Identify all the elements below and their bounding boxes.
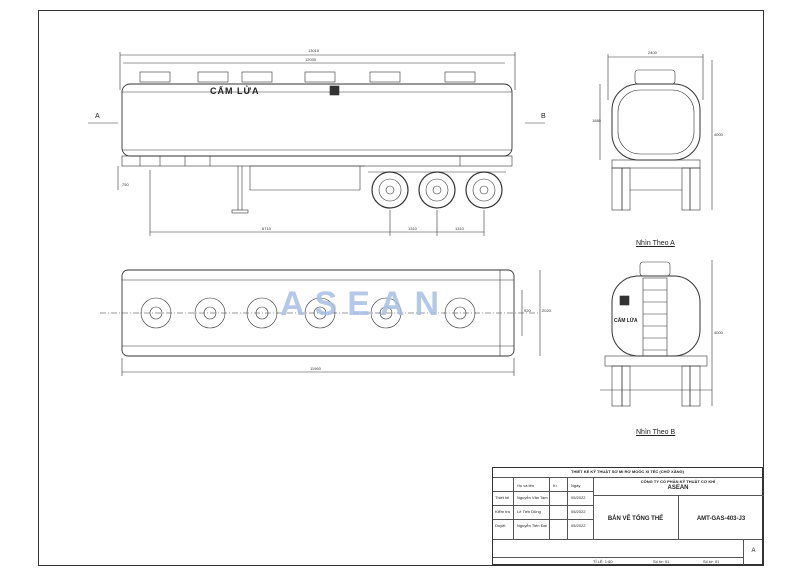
row-date-0: 05/2022 [571,495,586,500]
signature-table: Họ và tên Kí Ngày Thiết kế Nguyễn Văn Ta… [493,477,594,539]
footer-total: Số tờ: 01 [703,559,720,564]
tank-body-side [121,83,513,157]
dim-rear-total-height: 4000 [714,330,723,335]
row-name-0: Nguyễn Văn Tam [517,495,548,500]
front-view [599,54,713,211]
dim-axle-spacing-2: 1310 [455,226,464,231]
dim-kingpin-to-axle: 6715 [262,226,271,231]
tank-brand-label-side: CẤM LỬA [210,86,260,96]
footer-scale: TỈ LỆ: 1:60 [593,559,613,564]
dim-top-width-outer: 2020 [542,308,551,313]
asean-watermark: ASEAN [280,285,450,323]
header-date: Ngày [571,483,581,488]
manhole-circles [140,297,476,329]
row-name-2: Nguyễn Tiến Đạt [517,523,547,528]
project-title: THIẾT KẾ KỸ THUẬT SƠ MI RƠ MOÓC XI TÉC (… [571,469,684,474]
row-date-1: 05/2022 [571,509,586,514]
company-line2: ASEAN [667,485,689,491]
header-role: Họ và tên [517,483,535,488]
drawing-sheet-border [38,10,764,566]
rear-view [600,260,713,407]
dim-front-height: 750 [122,182,129,187]
dim-front-width: 2400 [648,50,657,55]
dim-top-length: 11960 [310,366,321,371]
title-block: THIẾT KẾ KỸ THUẬT SƠ MI RƠ MOÓC XI TÉC (… [492,467,764,565]
row-role-2: Duyệt [495,523,506,528]
rear-view-caption: Nhìn Theo B [636,429,676,436]
row-name-1: Lê Tiến Dũng [517,509,541,514]
drawing-name: BẢN VẼ TỔNG THỂ [607,516,664,522]
row-role-1: Kiểm tra [495,509,510,514]
dim-front-tank-height: 1880 [592,118,601,123]
dim-front-total-height: 4000 [714,132,723,137]
front-view-caption: Nhìn Theo A [636,240,675,247]
company-line1: CÔNG TY CỔ PHẦN KỸ THUẬT CƠ KHÍ [640,479,716,484]
tank-brand-label-rear: CẤM LỬA [614,318,638,324]
row-date-2: 05/2022 [571,523,586,528]
dim-top-width-inner: 920 [524,308,531,313]
section-marker-a: A [95,113,100,120]
dim-axle-spacing-1: 1310 [408,226,417,231]
top-view [100,269,541,376]
dim-overall-length: 13010 [308,48,320,53]
section-marker-b: B [541,113,546,120]
footer-sheet: Số tờ: 01 [653,559,670,564]
row-role-0: Thiết kế [495,495,510,500]
side-view [88,52,545,236]
wheel-set [371,171,503,209]
dim-tank-length: 12030 [305,57,317,62]
header-sign: Kí [553,483,557,488]
revision-letter: A [751,548,756,554]
drawing-code: AMT-GAS-403-J3 [696,516,746,522]
manhole-domes [139,71,476,83]
